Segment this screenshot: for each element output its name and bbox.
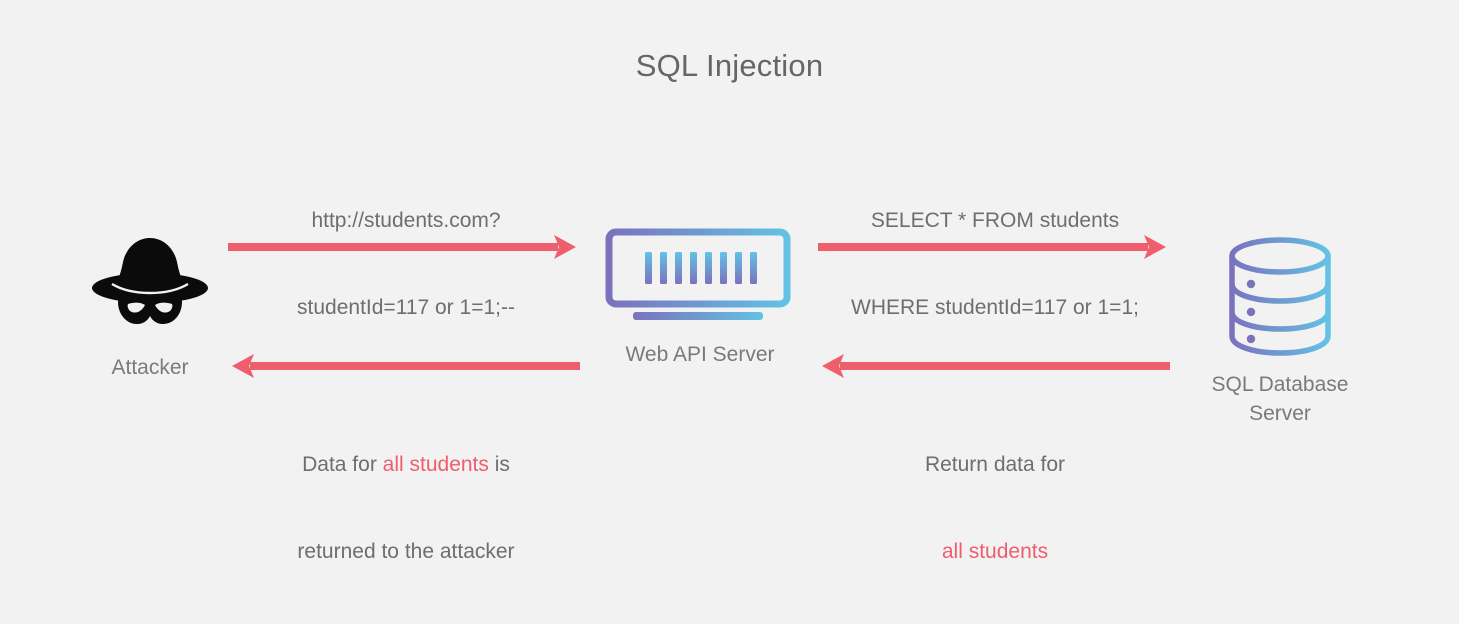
attacker-hat-mask-icon (88, 232, 212, 332)
flow-label-request-line2: studentId=117 or 1=1;-- (297, 296, 515, 319)
flow-label-return-highlight: all students (941, 540, 1049, 563)
web-api-server-icon (605, 228, 795, 324)
node-label-web-api-server: Web API Server (625, 343, 775, 366)
flow-label-response-line1: Data for all students is (232, 450, 580, 479)
flow-label-query: SELECT * FROM students WHERE studentId=1… (820, 148, 1170, 380)
flow-label-response-line1-pre: Data for (302, 453, 383, 476)
node-label-attacker: Attacker (111, 356, 189, 379)
flow-label-return-line1: Return data for (924, 453, 1066, 476)
flow-label-response-line1-post: is (488, 453, 510, 476)
flow-label-request-line1: http://students.com? (311, 209, 501, 232)
flow-label-response-line2: returned to the attacker (297, 540, 515, 563)
flow-label-response: Data for all students is returned to the… (232, 392, 580, 624)
node-label-sql-database-server: SQL Database Server (1211, 373, 1349, 425)
arrow-database-to-server (818, 351, 1170, 381)
flow-label-request: http://students.com? studentId=117 or 1=… (232, 148, 580, 380)
page-title: SQL Injection (635, 48, 824, 83)
sql-database-cylinder-icon (1228, 236, 1332, 356)
diagram-canvas: SQL Injection Attacker (88, 48, 1349, 563)
flow-label-response-highlight: all students (382, 453, 489, 476)
arrow-server-to-database (818, 232, 1170, 262)
flow-label-query-line2: WHERE studentId=117 or 1=1; (851, 296, 1139, 319)
flow-label-query-line1: SELECT * FROM students (870, 209, 1120, 232)
arrow-attacker-to-server (228, 232, 580, 262)
arrow-server-to-attacker (228, 351, 580, 381)
flow-label-return: Return data for all students (820, 392, 1170, 624)
